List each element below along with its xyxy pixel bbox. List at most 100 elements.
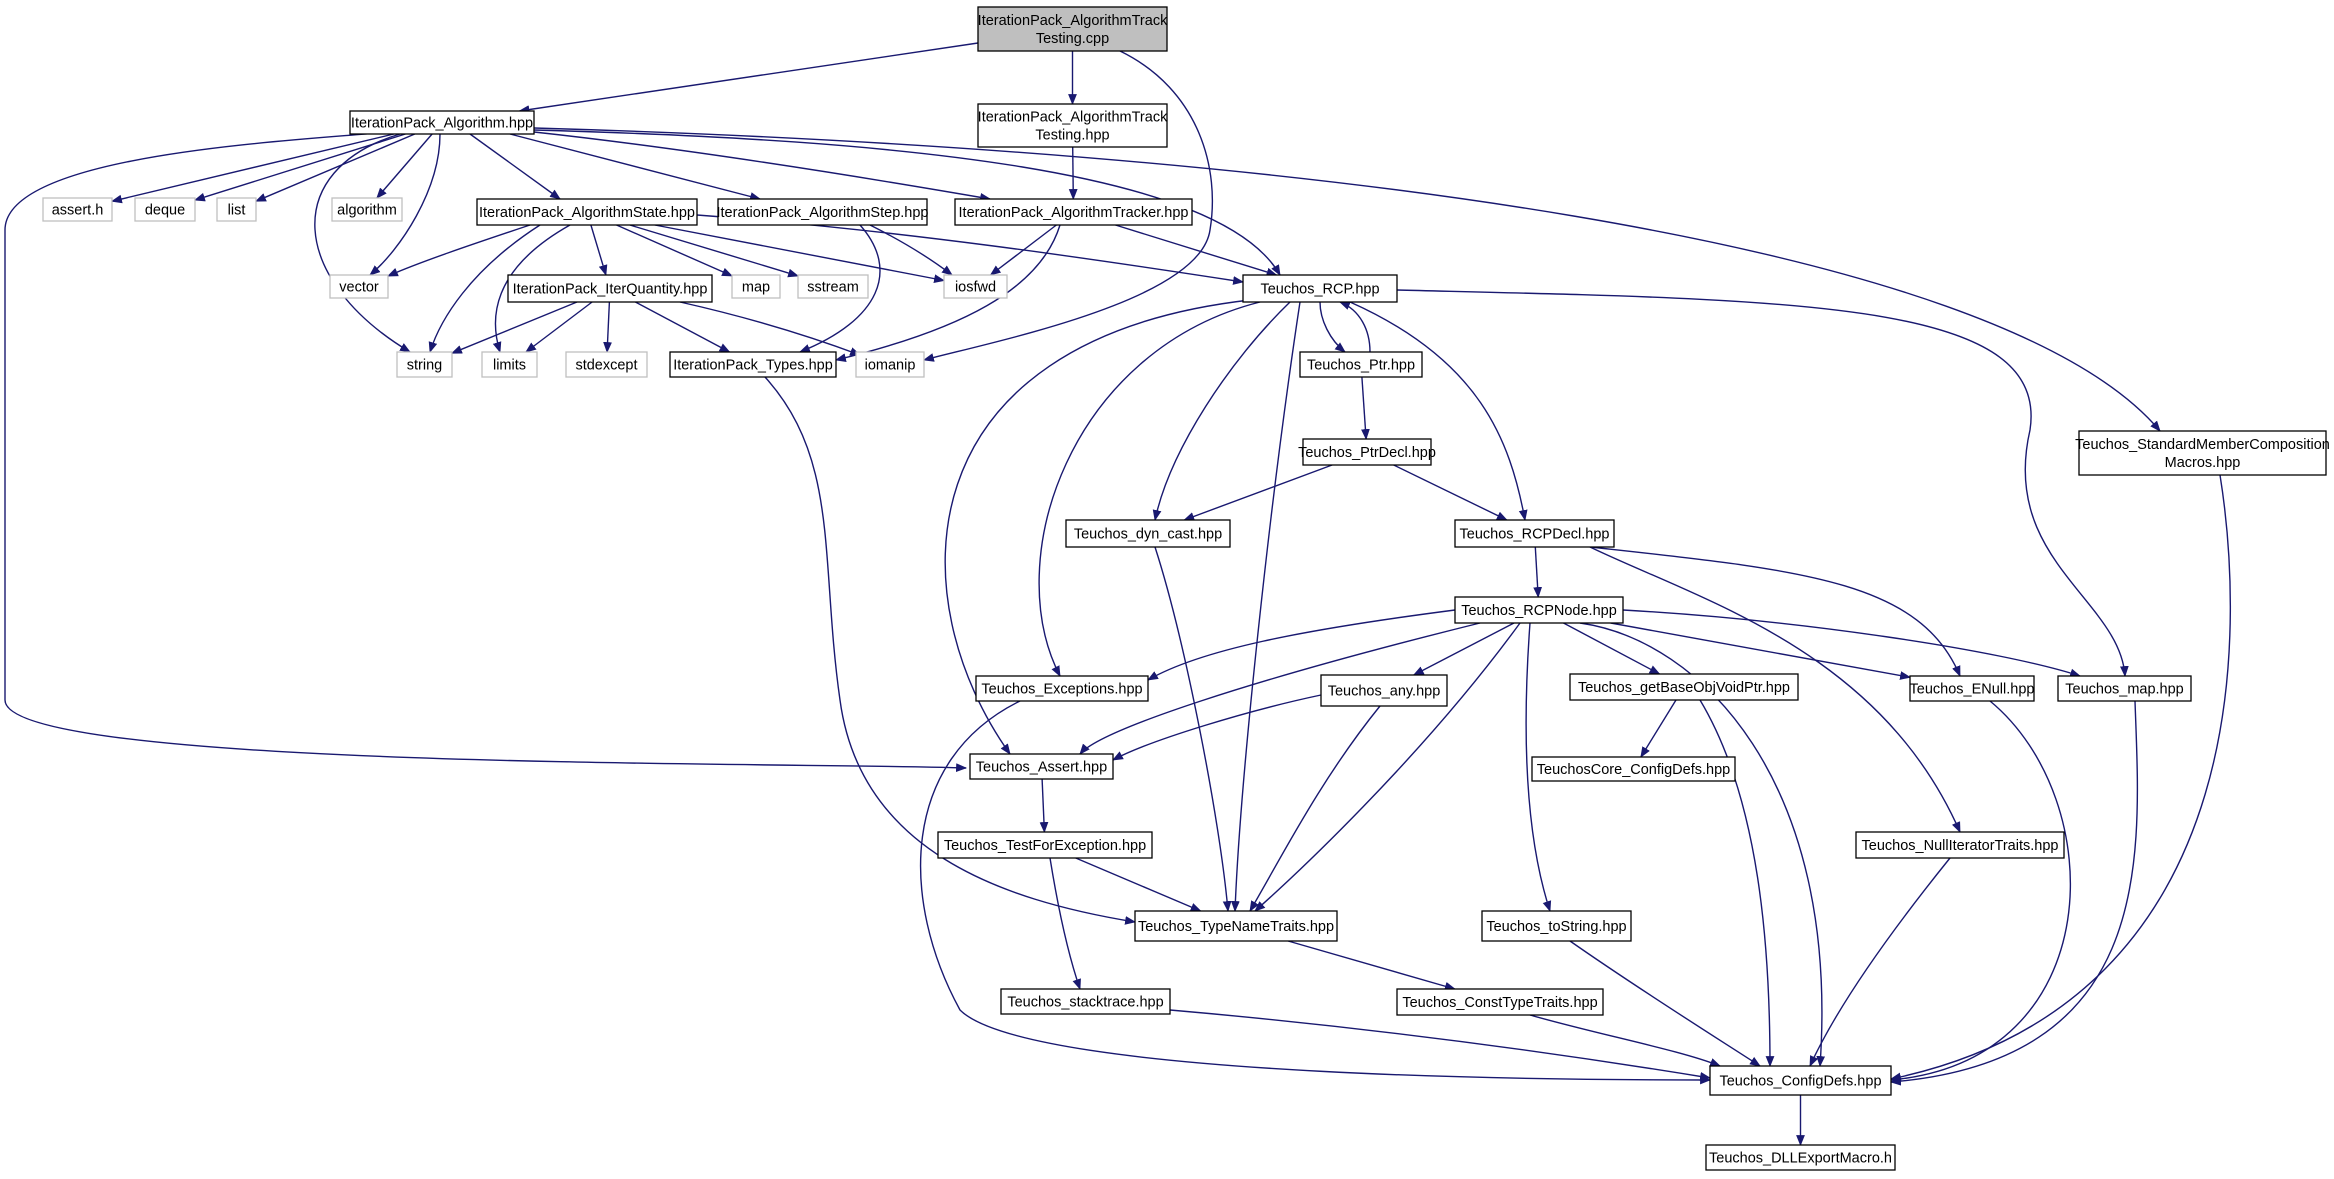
node-label: Macros.hpp	[2165, 455, 2241, 471]
node-box	[396, 351, 453, 378]
node-tostring[interactable]: Teuchos_toString.hpp	[1481, 910, 1632, 942]
edge-alg-to-assert	[4, 130, 968, 773]
node-typename[interactable]: Teuchos_TypeNameTraits.hpp	[1134, 910, 1338, 942]
node-dllexport[interactable]: Teuchos_DLLExportMacro.h	[1705, 1144, 1896, 1171]
node-types[interactable]: IterationPack_Types.hpp	[669, 351, 837, 378]
node-label: vector	[339, 280, 379, 296]
node-label: Teuchos_DLLExportMacro.h	[1709, 1151, 1892, 1167]
node-label: stdexcept	[575, 358, 637, 374]
edge-alg-to-algstate	[469, 133, 561, 200]
edge-testforexc-to-stacktrace	[1049, 857, 1081, 991]
edge-algtracker-to-types	[834, 224, 1061, 362]
node-enull[interactable]: Teuchos_ENull.hpp	[1909, 675, 2035, 702]
edge-rcpdecl-to-enull	[1589, 546, 1961, 678]
edge-rcp-to-exceptions	[1038, 301, 1261, 677]
node-box	[1909, 675, 2035, 702]
node-nulliter[interactable]: Teuchos_NullIteratorTraits.hpp	[1855, 831, 2065, 859]
edge-rcpnode-to-getbase	[1563, 622, 1661, 675]
edge-rcp-to-ptr	[1319, 301, 1346, 353]
edge-alg-to-algtracker	[533, 131, 992, 202]
node-any[interactable]: Teuchos_any.hpp	[1320, 674, 1448, 707]
node-label: Teuchos_dyn_cast.hpp	[1074, 527, 1222, 543]
node-iosfwd: iosfwd	[943, 274, 1008, 299]
edge-algstate-to-map	[616, 224, 734, 277]
edge-algstate-to-vector	[386, 224, 531, 277]
node-box	[1302, 438, 1432, 466]
node-box	[1481, 910, 1632, 942]
node-assert[interactable]: Teuchos_Assert.hpp	[969, 753, 1114, 780]
node-coreconfig[interactable]: TeuchosCore_ConfigDefs.hpp	[1531, 756, 1736, 782]
node-ptr[interactable]: Teuchos_Ptr.hpp	[1299, 351, 1423, 378]
edge-algstate-to-sstream	[629, 224, 800, 278]
edge-alg-to-rcp	[533, 129, 1281, 276]
node-label: Teuchos_ConfigDefs.hpp	[1719, 1074, 1881, 1090]
node-box	[977, 6, 1168, 52]
edge-alg-to-algorithm	[376, 133, 433, 199]
node-rcpdecl[interactable]: Teuchos_RCPDecl.hpp	[1454, 519, 1615, 548]
node-iterq[interactable]: IterationPack_IterQuantity.hpp	[507, 274, 713, 303]
node-label: Teuchos_RCPNode.hpp	[1461, 603, 1617, 619]
node-rcpnode[interactable]: Teuchos_RCPNode.hpp	[1454, 596, 1624, 624]
node-label: Teuchos_Assert.hpp	[976, 760, 1107, 776]
edge-iterq-to-limits	[525, 301, 593, 353]
node-box	[1299, 351, 1423, 378]
node-stdmember[interactable]: Teuchos_StandardMemberCompositionMacros.…	[2075, 430, 2330, 476]
node-box	[134, 197, 196, 222]
node-label: Teuchos_Ptr.hpp	[1307, 358, 1415, 374]
edge-rcpnode-to-enull	[1610, 622, 1912, 680]
edge-alg-to-stdmember	[533, 127, 2161, 432]
edge-iterq-to-types	[635, 301, 731, 353]
node-consttype[interactable]: Teuchos_ConstTypeTraits.hpp	[1396, 988, 1604, 1016]
edge-algstate-to-string	[428, 224, 541, 354]
node-iomanip: iomanip	[855, 351, 925, 378]
node-algtracker[interactable]: IterationPack_AlgorithmTracker.hpp	[954, 198, 1193, 226]
edge-exceptions-to-configdefs	[919, 700, 1712, 1085]
node-rcp[interactable]: Teuchos_RCP.hpp	[1242, 274, 1398, 303]
node-label: TeuchosCore_ConfigDefs.hpp	[1537, 762, 1730, 778]
edge-rcpnode-to-tmap	[1622, 609, 2082, 678]
node-box	[476, 198, 698, 226]
node-box	[717, 198, 928, 226]
node-label: algorithm	[337, 203, 397, 219]
node-dyncast[interactable]: Teuchos_dyn_cast.hpp	[1065, 519, 1231, 548]
edge-rcp-to-typename	[1230, 301, 1301, 913]
node-box	[669, 351, 837, 378]
node-box	[943, 274, 1008, 299]
node-box	[329, 274, 389, 299]
node-algstate[interactable]: IterationPack_AlgorithmState.hpp	[476, 198, 698, 226]
node-asserth: assert.h	[42, 197, 113, 222]
node-label: Teuchos_Exceptions.hpp	[981, 682, 1142, 698]
node-tmap[interactable]: Teuchos_map.hpp	[2057, 675, 2192, 702]
node-configdefs[interactable]: Teuchos_ConfigDefs.hpp	[1709, 1065, 1892, 1096]
node-testforexc[interactable]: Teuchos_TestForException.hpp	[937, 831, 1153, 859]
node-getbase[interactable]: Teuchos_getBaseObjVoidPtr.hpp	[1569, 673, 1799, 701]
edge-iterq-to-string	[450, 301, 578, 354]
edge-types-to-typename	[764, 376, 1137, 925]
node-box	[975, 675, 1149, 702]
node-box	[331, 197, 403, 222]
node-limits: limits	[481, 351, 538, 378]
node-label: assert.h	[52, 203, 104, 219]
edge-getbase-to-configdefs	[1699, 699, 1775, 1068]
edge-any-to-typename	[1249, 705, 1381, 912]
node-exceptions[interactable]: Teuchos_Exceptions.hpp	[975, 675, 1149, 702]
node-box	[481, 351, 538, 378]
edge-root-to-iomanip	[922, 50, 1213, 362]
node-box	[565, 351, 648, 378]
node-label: Teuchos_TestForException.hpp	[944, 838, 1146, 854]
node-box	[1709, 1065, 1892, 1096]
node-alg[interactable]: IterationPack_Algorithm.hpp	[349, 110, 535, 135]
edge-alg-to-string	[314, 133, 411, 353]
node-stacktrace[interactable]: Teuchos_stacktrace.hpp	[1000, 988, 1171, 1015]
node-label: Teuchos_stacktrace.hpp	[1007, 995, 1163, 1011]
node-label: Teuchos_RCP.hpp	[1260, 282, 1379, 298]
node-ptrdecl[interactable]: Teuchos_PtrDecl.hpp	[1298, 438, 1436, 466]
edge-consttype-to-configdefs	[1529, 1014, 1722, 1067]
node-algstep[interactable]: IterationPack_AlgorithmStep.hpp	[717, 198, 929, 226]
edge-trackhpp-to-algtracker	[1068, 146, 1078, 201]
node-box	[1531, 756, 1736, 782]
node-map: map	[731, 274, 781, 299]
node-box	[1065, 519, 1231, 548]
